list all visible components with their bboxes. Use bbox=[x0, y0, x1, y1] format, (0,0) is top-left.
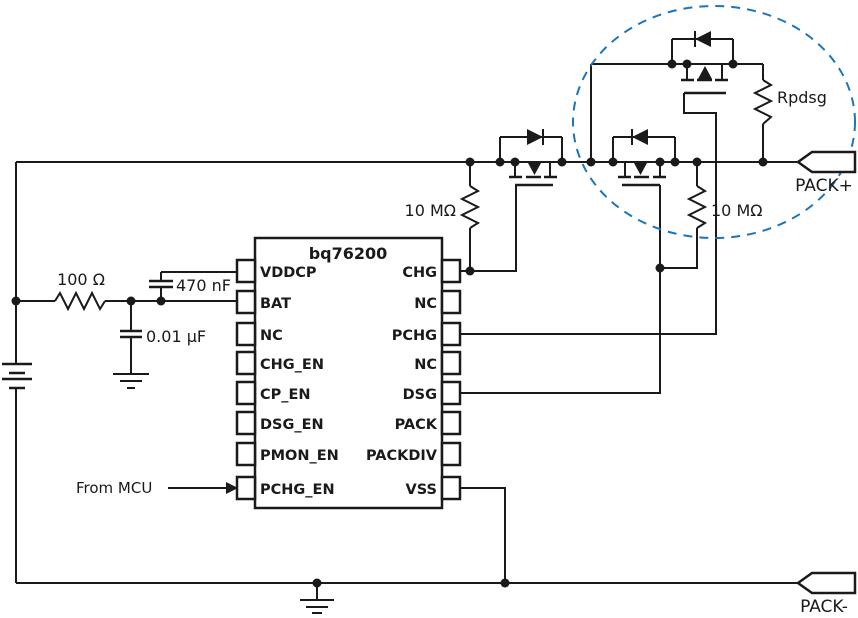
pin-box-pchg-en bbox=[235, 475, 257, 501]
pack-plus-connector bbox=[795, 150, 857, 174]
pin-label-cp-en: CP_EN bbox=[260, 387, 311, 403]
pin-label-nc-left: NC bbox=[260, 328, 283, 344]
vss-wire bbox=[460, 487, 506, 583]
left-pin-labels: VDDCP BAT NC CHG_EN CP_EN DSG_EN PMON_EN… bbox=[260, 265, 339, 498]
pin-box-cp-en bbox=[235, 380, 257, 406]
label-pack-plus: PACK+ bbox=[795, 176, 853, 196]
dsg-pulldown-zigzag bbox=[686, 185, 708, 229]
chg-gate-wire bbox=[460, 185, 517, 272]
ic-body bbox=[253, 236, 444, 510]
pin-label-bat: BAT bbox=[260, 296, 291, 312]
chg-fet bbox=[499, 129, 563, 187]
dsg-fet-body-arrow bbox=[634, 163, 647, 175]
pin-label-packdiv: PACKDIV bbox=[366, 448, 438, 464]
chg-fet-body-arrow bbox=[528, 163, 541, 175]
pack-minus-connector bbox=[795, 571, 857, 595]
bat-capacitor bbox=[120, 301, 142, 374]
dsg-fet bbox=[612, 129, 676, 187]
dsg-net bbox=[460, 162, 708, 394]
pin-box-pmon-en bbox=[235, 441, 257, 467]
pin-box-pack bbox=[440, 410, 462, 436]
pchg-gate-wire bbox=[460, 93, 717, 335]
pin-label-chg-en: CHG_EN bbox=[260, 357, 324, 373]
pchg-body-diode bbox=[695, 31, 711, 47]
arrow-right-icon bbox=[226, 482, 238, 494]
precharge-highlight-ellipse bbox=[572, 5, 856, 239]
pin-label-dsg-en: DSG_EN bbox=[260, 417, 324, 433]
label-dsg-pulldown: 10 MΩ bbox=[711, 201, 762, 220]
chg-pulldown-zigzag bbox=[459, 185, 481, 229]
pin-label-pchg: PCHG bbox=[392, 328, 437, 344]
label-vddcp-capacitor: 470 nF bbox=[176, 276, 231, 295]
pin-box-nc-right-2 bbox=[440, 350, 462, 376]
resistor-zigzag bbox=[54, 290, 106, 312]
dsg-gate-wire bbox=[460, 185, 661, 394]
label-from-mcu: From MCU bbox=[76, 479, 152, 497]
pin-label-pack: PACK bbox=[395, 417, 438, 433]
label-chg-pulldown: 10 MΩ bbox=[405, 201, 456, 220]
dsg-pulldown-bottom-wire bbox=[660, 228, 698, 269]
pin-label-chg: CHG bbox=[402, 265, 437, 281]
left-pin-boxes bbox=[235, 258, 257, 501]
pin-label-pmon-en: PMON_EN bbox=[260, 448, 339, 464]
power-rails bbox=[15, 161, 798, 584]
pin-box-vss bbox=[440, 475, 462, 501]
junction-dots bbox=[11, 59, 768, 588]
pin-box-nc-right-1 bbox=[440, 289, 462, 315]
battery-symbol bbox=[2, 362, 32, 390]
ic-title: bq76200 bbox=[309, 244, 388, 263]
right-pin-labels: CHG NC PCHG NC DSG PACK PACKDIV VSS bbox=[366, 265, 438, 498]
pin-box-vddcp bbox=[235, 258, 257, 284]
pchg-fet-body-arrow bbox=[698, 66, 712, 79]
pin-label-vddcp: VDDCP bbox=[260, 265, 317, 281]
ground-symbol-bat-cap bbox=[113, 373, 149, 389]
label-precharge-resistor: Rpdsg bbox=[777, 88, 827, 107]
chg-net bbox=[459, 162, 517, 272]
pin-label-vss: VSS bbox=[406, 482, 437, 498]
pin-label-nc-right-2: NC bbox=[414, 357, 437, 373]
rpdsg-zigzag bbox=[752, 79, 774, 125]
label-series-resistor: 100 Ω bbox=[57, 270, 105, 289]
pin-label-pchg-en: PCHG_EN bbox=[260, 482, 335, 498]
label-bat-capacitor: 0.01 µF bbox=[146, 327, 206, 346]
right-pin-boxes bbox=[440, 258, 462, 501]
chg-body-diode bbox=[527, 129, 543, 145]
pin-box-bat bbox=[235, 289, 257, 315]
from-mcu-arrow bbox=[168, 482, 238, 494]
pin-box-dsg-en bbox=[235, 410, 257, 436]
pin-box-pchg bbox=[440, 321, 462, 347]
pin-box-dsg bbox=[440, 380, 462, 406]
pin-box-chg bbox=[440, 258, 462, 284]
pchg-fet-branch bbox=[590, 31, 774, 162]
pin-box-nc-left bbox=[235, 321, 257, 347]
pin-label-nc-right-1: NC bbox=[414, 296, 437, 312]
pin-box-chg-en bbox=[235, 350, 257, 376]
pin-box-packdiv bbox=[440, 441, 462, 467]
dsg-body-diode bbox=[632, 129, 648, 145]
pin-label-dsg: DSG bbox=[403, 387, 437, 403]
label-pack-minus: PACK- bbox=[800, 597, 848, 617]
